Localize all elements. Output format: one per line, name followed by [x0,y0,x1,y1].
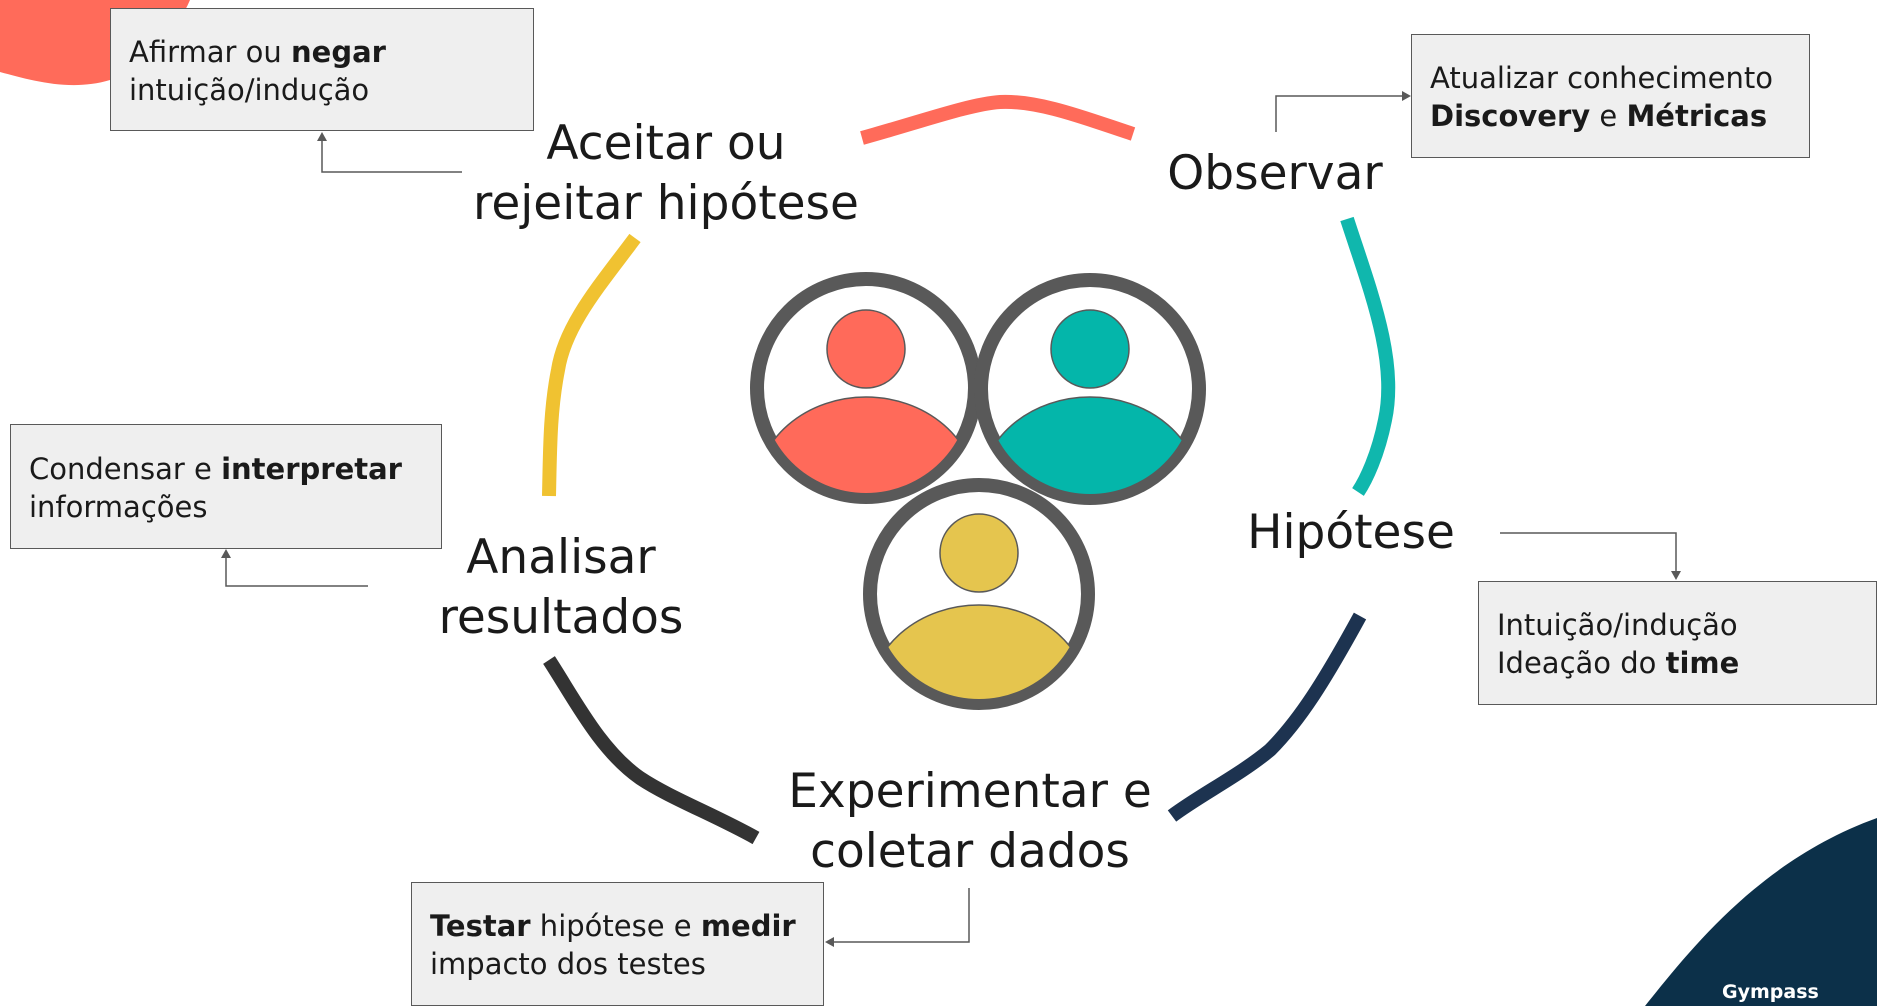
note-atualizar-line2: Discovery e Métricas [1430,97,1791,135]
note-condensar-line2: informações [29,490,208,524]
note-condensar-line1: Condensar e interpretar [29,450,423,488]
arc-teal [1340,216,1396,496]
connector-hipotese [1500,532,1681,580]
note-atualizar-bold2: Métricas [1626,99,1768,133]
note-intuicao-text: Ideação do [1497,646,1666,680]
stage-experimentar: Experimentar e coletar dados [770,762,1170,882]
stage-aceitar: Aceitar ou rejeitar hipótese [466,114,866,234]
person-red-icon [750,272,982,504]
note-afirmar-line1: Afirmar ou negar [129,33,515,71]
note-condensar: Condensar e interpretar informações [10,424,442,549]
brand-logo-text: Gympass [1722,981,1819,1003]
note-testar-line1: Testar hipótese e medir [430,907,805,945]
note-atualizar-bold1: Discovery [1430,99,1591,133]
note-intuicao-line1: Intuição/indução [1497,608,1738,642]
connector-aceitar [317,132,462,173]
note-intuicao: Intuição/indução Ideação do time [1478,581,1877,705]
note-afirmar-text: Afirmar ou [129,35,292,69]
arc-dark [543,656,760,845]
note-atualizar-line1: Atualizar conhecimento [1430,61,1773,95]
people-group-icon [750,272,1206,710]
person-teal-icon [974,273,1206,505]
stage-analisar-line2: resultados [438,590,684,645]
stage-hipotese-label: Hipótese [1247,505,1455,560]
stage-analisar: Analisar resultados [411,528,711,648]
note-testar-text: hipótese e [530,909,701,943]
stage-experimentar-line2: coletar dados [810,824,1130,879]
note-testar-line2: impacto dos testes [430,947,706,981]
note-condensar-text: Condensar e [29,452,222,486]
arc-coral [860,94,1136,145]
note-atualizar: Atualizar conhecimento Discovery e Métri… [1411,34,1810,158]
arc-navy [1167,612,1367,822]
note-intuicao-bold: time [1665,646,1740,680]
note-testar-bold1: Testar [430,909,531,943]
stage-observar: Observar [1160,144,1390,204]
note-atualizar-text: e [1590,99,1627,133]
corner-shape-bottom-right [1645,818,1877,1006]
connector-analisar [221,549,368,587]
arc-yellow [542,233,641,497]
note-condensar-bold: interpretar [221,452,402,486]
note-testar: Testar hipótese e medir impacto dos test… [411,882,824,1006]
stage-hipotese: Hipótese [1236,503,1466,563]
stage-aceitar-line2: rejeitar hipótese [473,176,859,231]
note-afirmar: Afirmar ou negar intuição/indução [110,8,534,131]
connector-experimentar [825,888,970,947]
stage-analisar-line1: Analisar [466,530,656,585]
stage-observar-label: Observar [1167,146,1383,201]
stage-experimentar-line1: Experimentar e [788,764,1152,819]
note-testar-bold2: medir [700,909,796,943]
person-yellow-icon [863,478,1095,710]
connector-observar [1275,91,1411,132]
note-intuicao-line2: Ideação do time [1497,644,1858,682]
note-afirmar-bold: negar [291,35,386,69]
stage-aceitar-line1: Aceitar ou [546,116,786,171]
note-afirmar-line2: intuição/indução [129,73,370,107]
